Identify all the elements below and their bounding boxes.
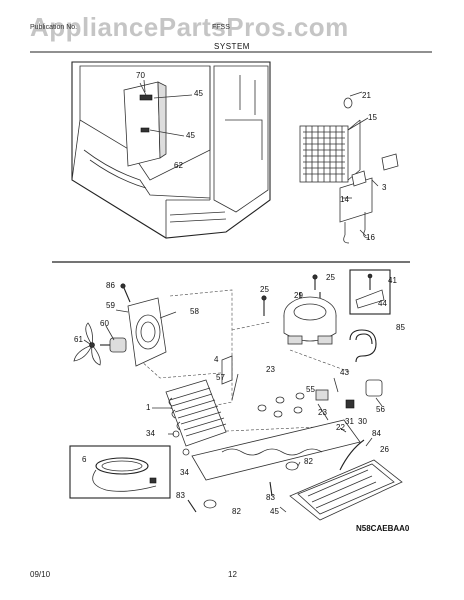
- condenser-coil-upper: [299, 119, 361, 183]
- callout-59: 59: [106, 301, 115, 310]
- model-label: FFSS: [212, 24, 230, 31]
- fan-blade: [73, 322, 101, 366]
- callout-83: 83: [266, 493, 275, 502]
- screw: [120, 283, 131, 303]
- callout-6: 6: [82, 455, 87, 464]
- callout-34: 34: [146, 429, 155, 438]
- callout-45: 45: [194, 89, 203, 98]
- grommets: [257, 392, 305, 418]
- callout-70: 70: [136, 71, 145, 80]
- base-plate: [187, 419, 361, 513]
- callout-83: 83: [176, 491, 185, 500]
- callout-84: 84: [372, 429, 381, 438]
- bracket-clips: [343, 97, 399, 187]
- callout-82: 82: [304, 457, 313, 466]
- callout-56: 56: [376, 405, 385, 414]
- callout-60: 60: [100, 319, 109, 328]
- callout-3: 3: [382, 183, 387, 192]
- tubing: [349, 329, 377, 363]
- callout-21: 21: [362, 91, 371, 100]
- callout-23: 23: [266, 365, 275, 374]
- drain-pan: [289, 439, 403, 521]
- watermark: AppliancePartsPros.com: [30, 12, 349, 42]
- inset-box: [349, 269, 391, 315]
- fan-shroud: [127, 297, 167, 367]
- callout-leaders: [83, 79, 383, 513]
- callout-55: 55: [306, 385, 315, 394]
- bracket: [221, 355, 233, 385]
- evaporator-cover: [123, 81, 167, 167]
- callout-45: 45: [186, 131, 195, 140]
- callout-44: 44: [378, 299, 387, 308]
- condenser-coil-lower: [165, 379, 227, 447]
- grommet-small: [172, 430, 190, 456]
- callout-15: 15: [368, 113, 377, 122]
- fan-motor: [100, 337, 127, 353]
- callout-25: 25: [260, 285, 269, 294]
- callout-82: 82: [232, 507, 241, 516]
- callout-25: 25: [326, 273, 335, 282]
- callout-labels: 70 45 45 62 21 15 3 14 16 86 59 58 60 61…: [74, 71, 410, 533]
- callout-57: 57: [216, 373, 225, 382]
- section-title: SYSTEM: [214, 42, 250, 51]
- cabinet-illustration: [71, 61, 271, 239]
- callout-85: 85: [396, 323, 405, 332]
- callout-34: 34: [180, 468, 189, 477]
- callout-43: 43: [340, 368, 349, 377]
- drawing-code: N58CAEBAA0: [356, 524, 410, 533]
- footer-date: 09/10: [30, 570, 51, 579]
- publication-label: Publication No.: [30, 24, 78, 31]
- callout-58: 58: [190, 307, 199, 316]
- callout-16: 16: [366, 233, 375, 242]
- callout-30: 30: [358, 417, 367, 426]
- callout-41: 41: [388, 276, 397, 285]
- callout-31: 31: [345, 417, 354, 426]
- callout-4: 4: [214, 355, 219, 364]
- callout-23: 23: [318, 408, 327, 417]
- mounting-bolts: [261, 274, 318, 316]
- callout-62: 62: [174, 161, 183, 170]
- callout-14: 14: [340, 195, 349, 204]
- relay-overload: [315, 379, 383, 409]
- compressor: [283, 292, 337, 345]
- callout-86: 86: [106, 281, 115, 290]
- callout-22: 22: [336, 423, 345, 432]
- power-cord-inset: [69, 445, 171, 499]
- callout-1: 1: [146, 403, 151, 412]
- footer-page-number: 12: [228, 570, 237, 579]
- callout-45: 45: [270, 507, 279, 516]
- callout-29: 29: [294, 291, 303, 300]
- callout-61: 61: [74, 335, 83, 344]
- callout-26: 26: [380, 445, 389, 454]
